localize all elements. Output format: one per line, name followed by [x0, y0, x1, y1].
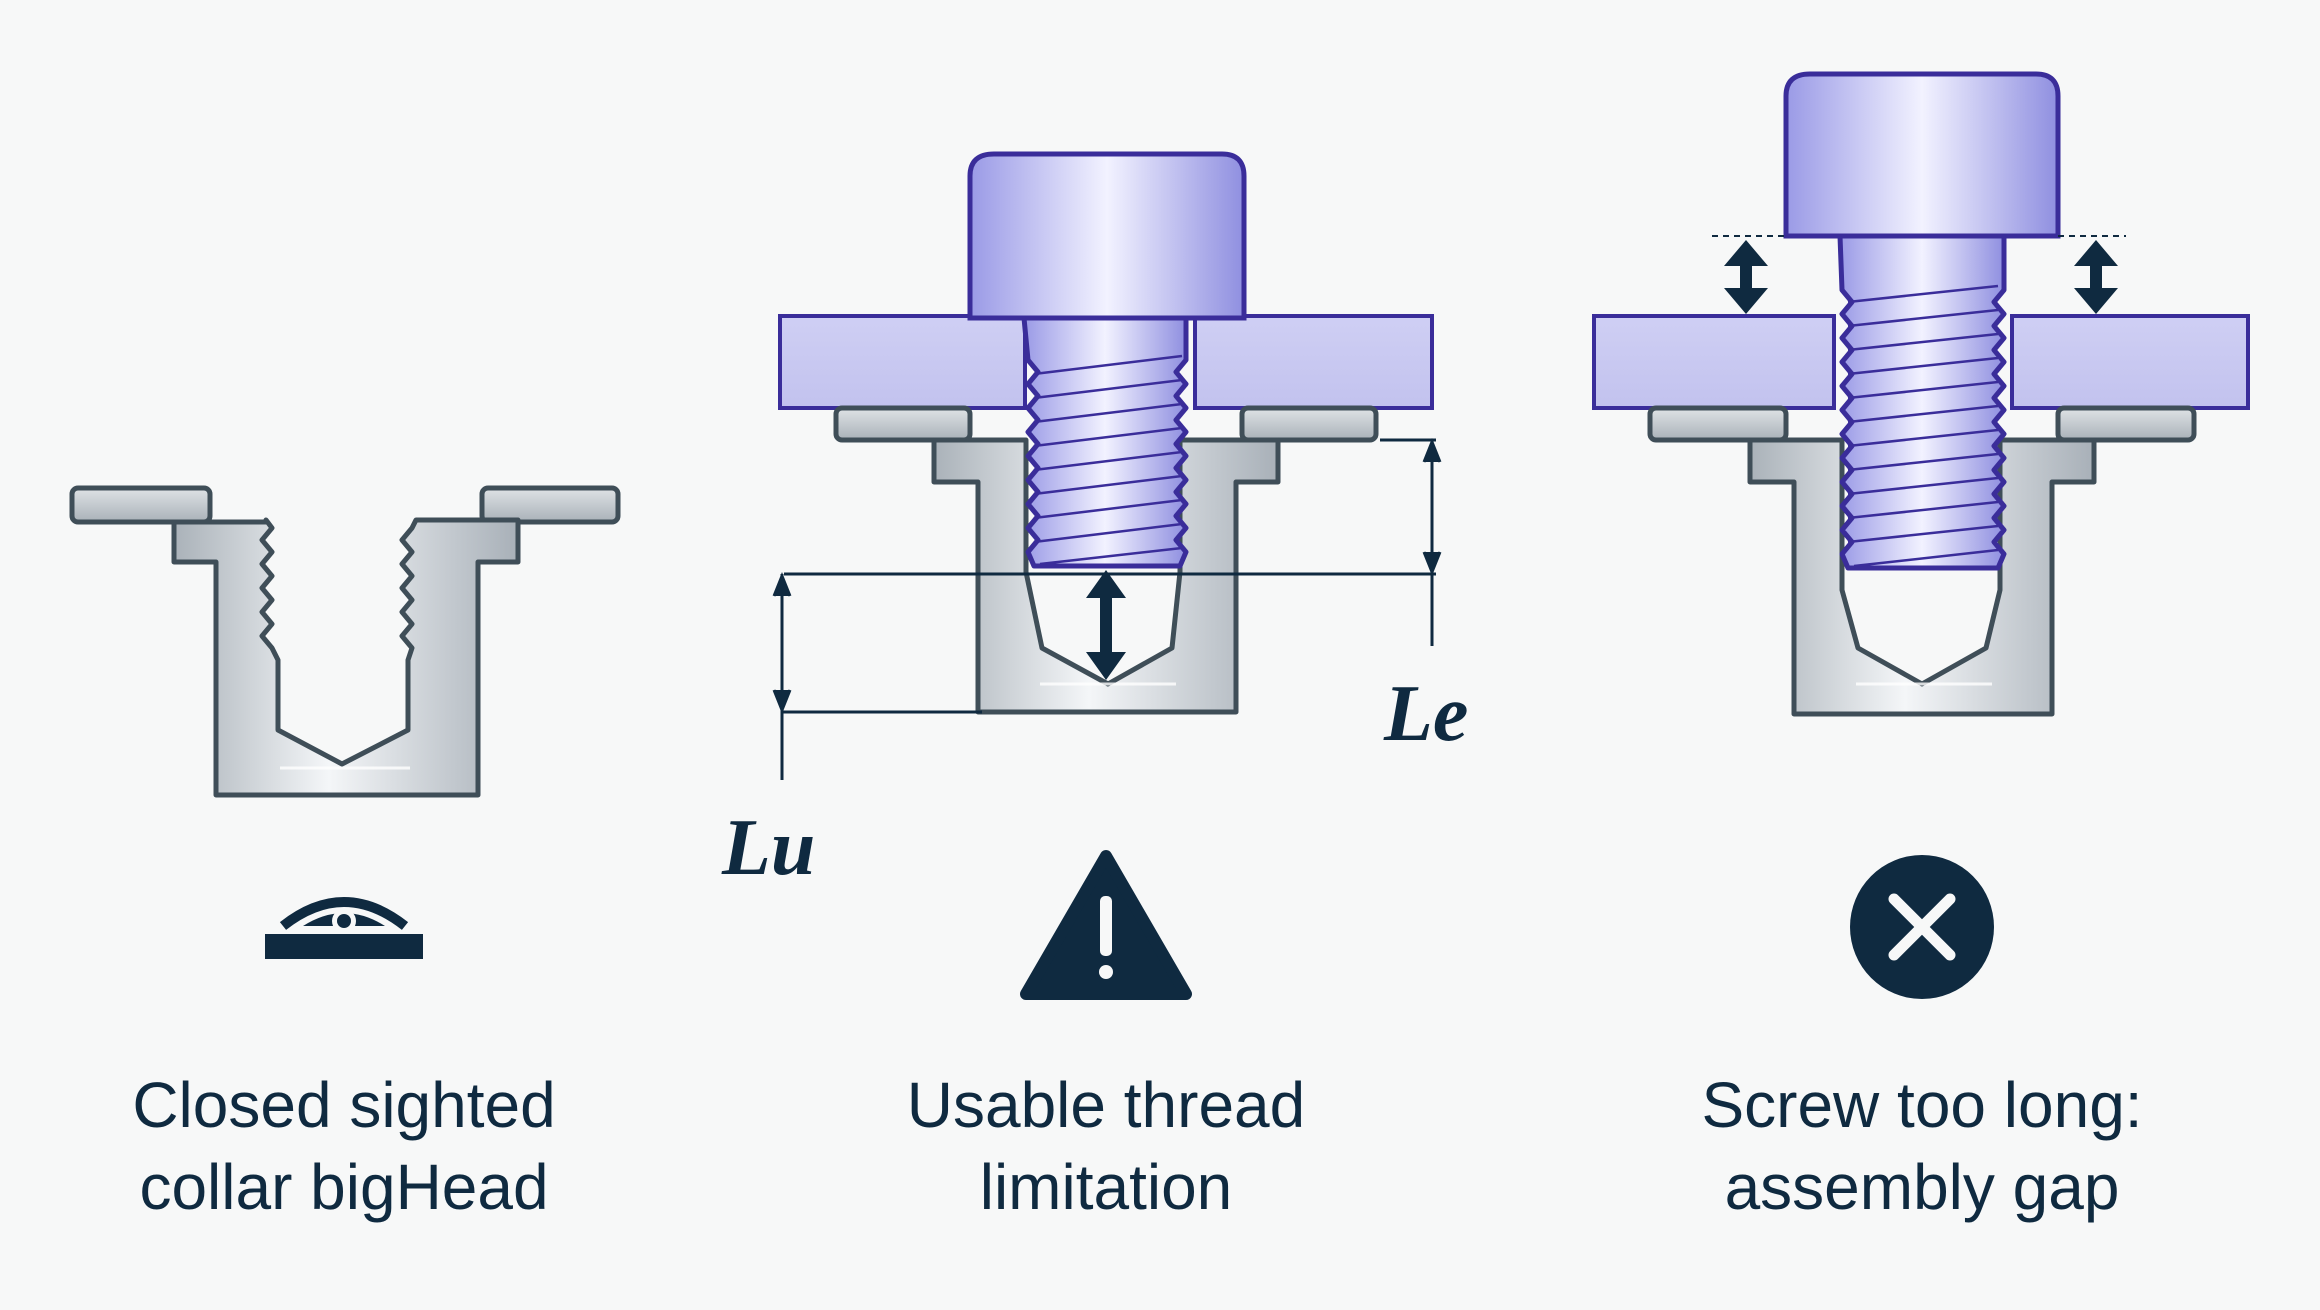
- clearance-arrow: [1086, 570, 1126, 680]
- plate-right: [2010, 314, 2250, 410]
- error-x-icon: [1850, 855, 1994, 999]
- nut-body: [171, 517, 521, 798]
- caption-line: Usable thread: [906, 1069, 1306, 1141]
- dimension-lu: [772, 571, 982, 780]
- gap-arrow-right: [2074, 240, 2118, 314]
- panel-3-assembly-diagram: [1592, 71, 2250, 717]
- nut-flange-left: [833, 405, 973, 443]
- caption-line: Closed sighted: [132, 1069, 556, 1141]
- screw-thread-lines: [1033, 354, 1183, 566]
- caption-panel-3: Screw too long: assembly gap: [1572, 1064, 2272, 1228]
- nut-body: [931, 437, 1281, 715]
- warning-icon: [1020, 850, 1192, 1000]
- caption-line: assembly gap: [1724, 1151, 2120, 1223]
- label-le: Le: [1383, 670, 1468, 758]
- dimension-le: [784, 437, 1442, 646]
- caption-line: collar bigHead: [139, 1151, 549, 1223]
- screw-head: [1783, 71, 2061, 239]
- gap-arrow-left: [1724, 240, 1768, 314]
- caption-line: limitation: [979, 1151, 1233, 1223]
- nut-body: [1747, 437, 2097, 717]
- nut-flange-right: [1239, 405, 1379, 443]
- sighted-collar-icon: [265, 897, 423, 959]
- caption-panel-1: Closed sighted collar bigHead: [0, 1064, 694, 1228]
- panel-2-assembly-diagram: Le Lu: [721, 151, 1468, 892]
- plate-left: [778, 314, 1027, 410]
- nut-flange-right: [2055, 405, 2197, 443]
- nut-flange-right: [479, 485, 621, 525]
- label-lu: Lu: [721, 804, 815, 892]
- screw-head: [967, 151, 1247, 321]
- nut-flange-left: [69, 485, 213, 525]
- screw-shank: [1021, 315, 1189, 569]
- panel-1-nut-diagram: [69, 485, 621, 798]
- plate-left: [1592, 314, 1836, 410]
- caption-panel-2: Usable thread limitation: [756, 1064, 1456, 1228]
- screw-shank: [1837, 233, 2007, 571]
- nut-flange-left: [1647, 405, 1789, 443]
- caption-line: Screw too long:: [1701, 1069, 2143, 1141]
- plate-right: [1193, 314, 1434, 410]
- screw-thread-lines: [1847, 284, 1999, 568]
